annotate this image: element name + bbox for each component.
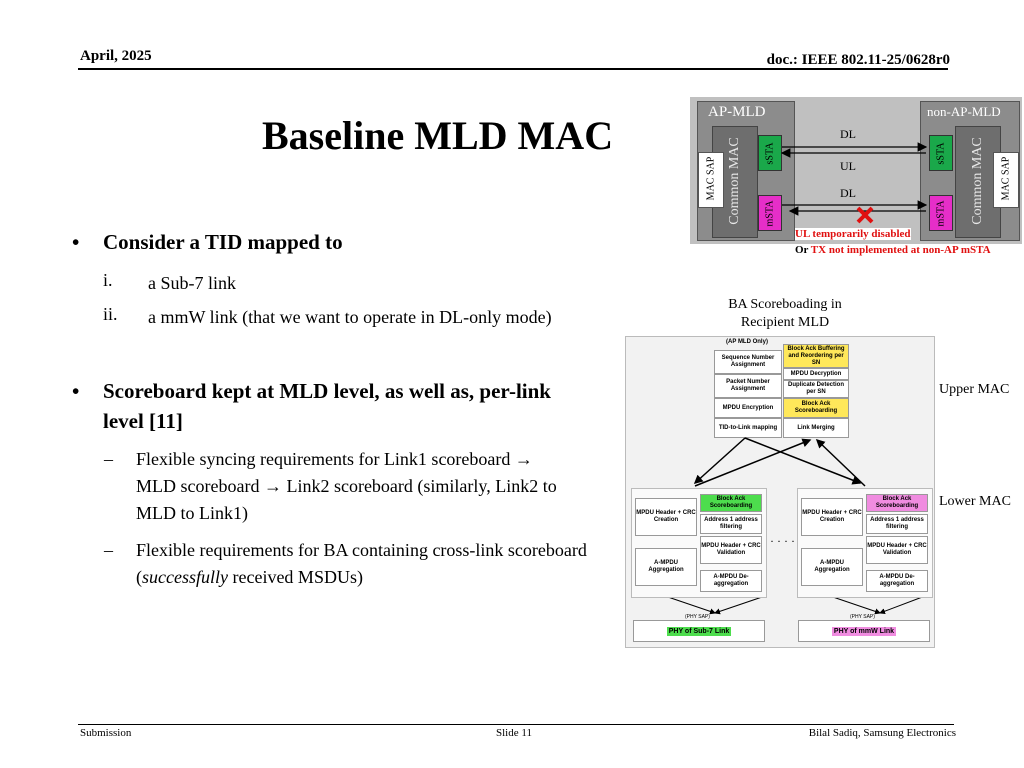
header-divider <box>78 68 948 70</box>
mld-link-diagram: AP-MLD Common MAC MAC SAP sSTA mSTA non-… <box>690 97 1022 244</box>
ampdu-agg-box: A-MPDU Aggregation <box>635 548 697 586</box>
header-date: April, 2025 <box>80 48 152 64</box>
phy-sap-label: (PHY SAP) <box>685 614 710 620</box>
link-arrows <box>780 142 928 224</box>
sub-item-2: ii. a mmW link (that we want to operate … <box>103 304 623 358</box>
phy-mmw-box: PHY of mmW Link <box>798 620 930 642</box>
non-ap-ssta: sSTA <box>929 135 953 171</box>
ba-caption-line1: BA Scoreboading in <box>728 297 842 312</box>
dl2-label: DL <box>840 186 856 200</box>
ap-mld-block: AP-MLD Common MAC MAC SAP sSTA mSTA <box>697 101 795 241</box>
footer-author: Bilal Sadiq, Samsung Electronics <box>808 727 956 739</box>
note-prefix: Or <box>795 244 811 256</box>
ba-buffering-box: Block Ack Buffering and Reordering per S… <box>783 344 849 368</box>
link-block-ack-sb-box: Block Ack Scoreboarding <box>700 494 762 512</box>
upper-mac-label: Upper MAC <box>939 382 1010 397</box>
dl-label: DL <box>840 127 856 141</box>
dash-mark: – <box>104 449 113 469</box>
disabled-x-icon <box>856 206 874 224</box>
ampdu-agg-box: A-MPDU Aggregation <box>801 548 863 586</box>
ul-label: UL <box>840 159 856 173</box>
sub-item-text: a Sub-7 link <box>148 273 236 293</box>
mld-block-ack-scoreboarding-box: Block Ack Scoreboarding <box>783 398 849 418</box>
ba-caption-line2: Recipient MLD <box>740 315 830 330</box>
non-ap-mld-label: non-AP-MLD <box>927 104 1001 119</box>
sub-item-number: i. <box>103 270 113 290</box>
ap-mld-only-note: (AP MLD Only) <box>726 338 768 345</box>
bullet-text: Scoreboard kept at MLD level, as well as… <box>103 379 551 433</box>
ampdu-deagg-box: A-MPDU De-aggregation <box>866 570 928 592</box>
bullet-text: Consider a TID mapped to <box>103 230 343 254</box>
sub-item-number: ii. <box>103 304 118 324</box>
dash-text-post: received MSDUs) <box>227 567 363 587</box>
non-ap-msta: mSTA <box>929 195 953 231</box>
bullet-mark: • <box>72 230 80 254</box>
hdr-crc-validation-box: MPDU Header + CRC Validation <box>700 536 762 564</box>
sub-item-1: i. a Sub-7 link <box>103 270 623 297</box>
hdr-crc-validation-box: MPDU Header + CRC Validation <box>866 536 928 564</box>
dash-mark: – <box>104 540 113 560</box>
header-doc-id: doc.: IEEE 802.11-25/0628r0 <box>766 52 950 68</box>
dash-text-pre: Flexible requirements for BA containing … <box>136 540 587 587</box>
link-ellipsis: · · · · <box>770 534 795 548</box>
dash-text: Flexible requirements for BA containing … <box>136 537 606 591</box>
lower-mac-label: Lower MAC <box>939 494 1011 509</box>
packet-number-box: Packet Number Assignment <box>714 374 782 398</box>
mpdu-encryption-box: MPDU Encryption <box>714 398 782 418</box>
non-ap-mld-block: non-AP-MLD Common MAC MAC SAP sSTA mSTA <box>920 101 1020 241</box>
link-merging-box: Link Merging <box>783 418 849 438</box>
phy-sap-label: (PHY SAP) <box>850 614 875 620</box>
tx-not-implemented-note: Or TX not implemented at non-AP mSTA <box>795 244 991 256</box>
tid-to-link-box: TID-to-Link mapping <box>714 418 782 438</box>
ap-mld-label: AP-MLD <box>708 104 766 120</box>
ampdu-deagg-box: A-MPDU De-aggregation <box>700 570 762 592</box>
ap-ssta: sSTA <box>758 135 782 171</box>
dash-item-2: – Flexible requirements for BA containin… <box>104 537 624 593</box>
ap-msta: mSTA <box>758 195 782 231</box>
sub-item-text: a mmW link (that we want to operate in D… <box>148 307 552 327</box>
note-text: TX not implemented at non-AP mSTA <box>810 244 991 256</box>
ba-arrows <box>664 437 926 615</box>
dash-text: Flexible syncing requirements for Link1 … <box>136 449 557 523</box>
phy-sub7-box: PHY of Sub-7 Link <box>633 620 765 642</box>
addr-filter-box: Address 1 address filtering <box>700 514 762 534</box>
bullet-mark: • <box>72 379 80 403</box>
seq-number-box: Sequence Number Assignment <box>714 350 782 374</box>
phy-mmw-label: PHY of mmW Link <box>831 626 897 636</box>
duplicate-detection-box: Duplicate Detection per SN <box>783 380 849 398</box>
dash-item-1: – Flexible syncing requirements for Link… <box>104 446 624 528</box>
ap-mac-sap: MAC SAP <box>698 152 724 208</box>
non-ap-mac-sap: MAC SAP <box>993 152 1019 208</box>
ba-caption: BA Scoreboading in Recipient MLD <box>700 296 870 332</box>
footer-slide-number: Slide 11 <box>496 727 532 739</box>
ba-scoreboard-diagram: (AP MLD Only) Sequence Number Assignment… <box>625 298 1024 648</box>
footer-submission: Submission <box>80 727 132 739</box>
ul-disabled-note: UL temporarily disabled <box>795 228 911 240</box>
link-block-ack-sb-box: Block Ack Scoreboarding <box>866 494 928 512</box>
dash-text-emphasis: successfully <box>142 567 228 587</box>
mpdu-decryption-box: MPDU Decryption <box>783 368 849 380</box>
phy-sub7-label: PHY of Sub-7 Link <box>666 626 732 636</box>
footer-divider <box>78 724 954 725</box>
hdr-crc-creation-box: MPDU Header + CRC Creation <box>635 498 697 536</box>
slide-title: Baseline MLD MAC <box>262 113 614 158</box>
hdr-crc-creation-box: MPDU Header + CRC Creation <box>801 498 863 536</box>
addr-filter-box: Address 1 address filtering <box>866 514 928 534</box>
